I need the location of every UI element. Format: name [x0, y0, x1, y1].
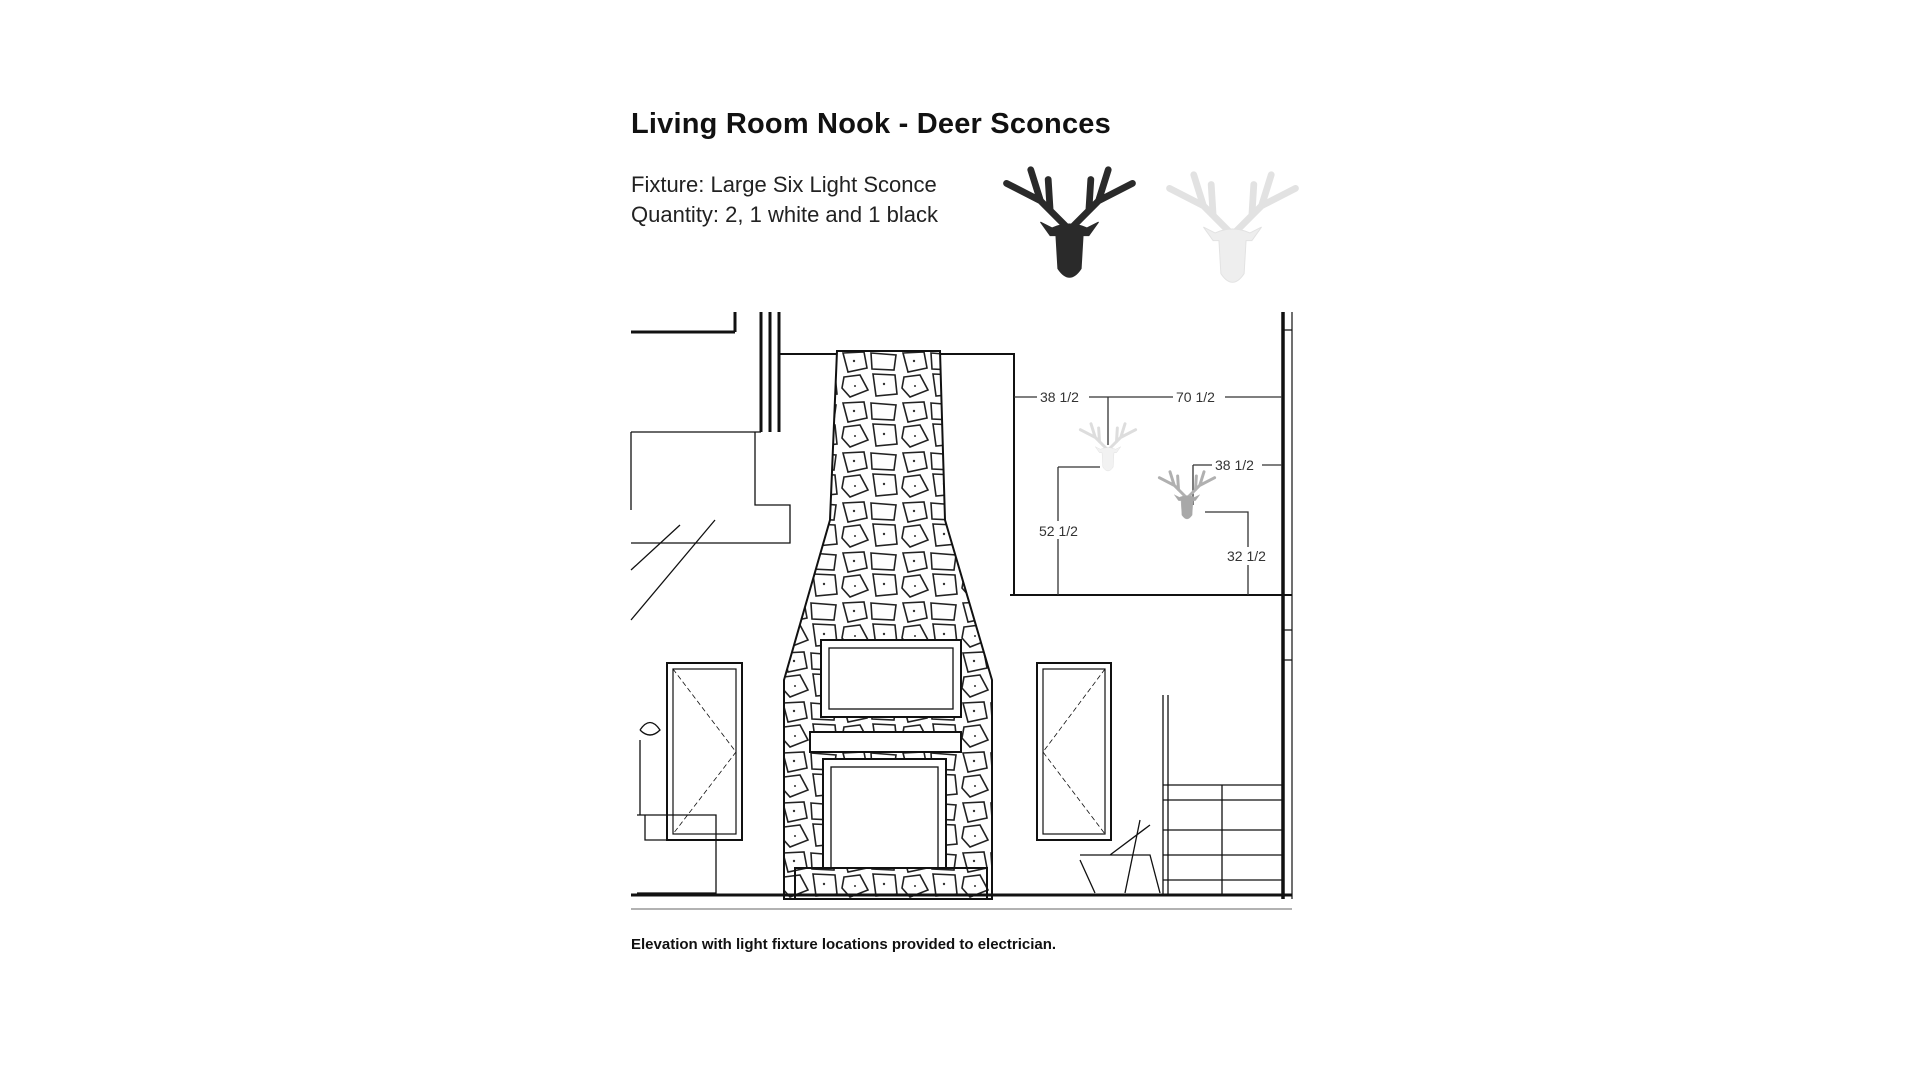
firebox: [822, 758, 947, 869]
tv-frame: [820, 639, 962, 718]
quantity-line: Quantity: 2, 1 white and 1 black: [631, 202, 938, 227]
window-right: [1036, 662, 1112, 841]
page-title: Living Room Nook - Deer Sconces: [631, 108, 1111, 140]
mantel: [809, 731, 962, 753]
dim-left-offset: 38 1/2: [1040, 389, 1079, 405]
dim-gray-height: 32 1/2: [1227, 548, 1266, 564]
dim-second-offset: 38 1/2: [1215, 457, 1254, 473]
dim-white-height: 52 1/2: [1039, 523, 1078, 539]
fixture-line: Fixture: Large Six Light Sconce: [631, 172, 937, 197]
black-deer-sconce-image: [1007, 170, 1133, 278]
window-left: [666, 662, 743, 841]
dim-right-offset: 70 1/2: [1176, 389, 1215, 405]
caption: Elevation with light fixture locations p…: [631, 936, 1057, 953]
white-deer-sconce-image: [1170, 175, 1296, 283]
